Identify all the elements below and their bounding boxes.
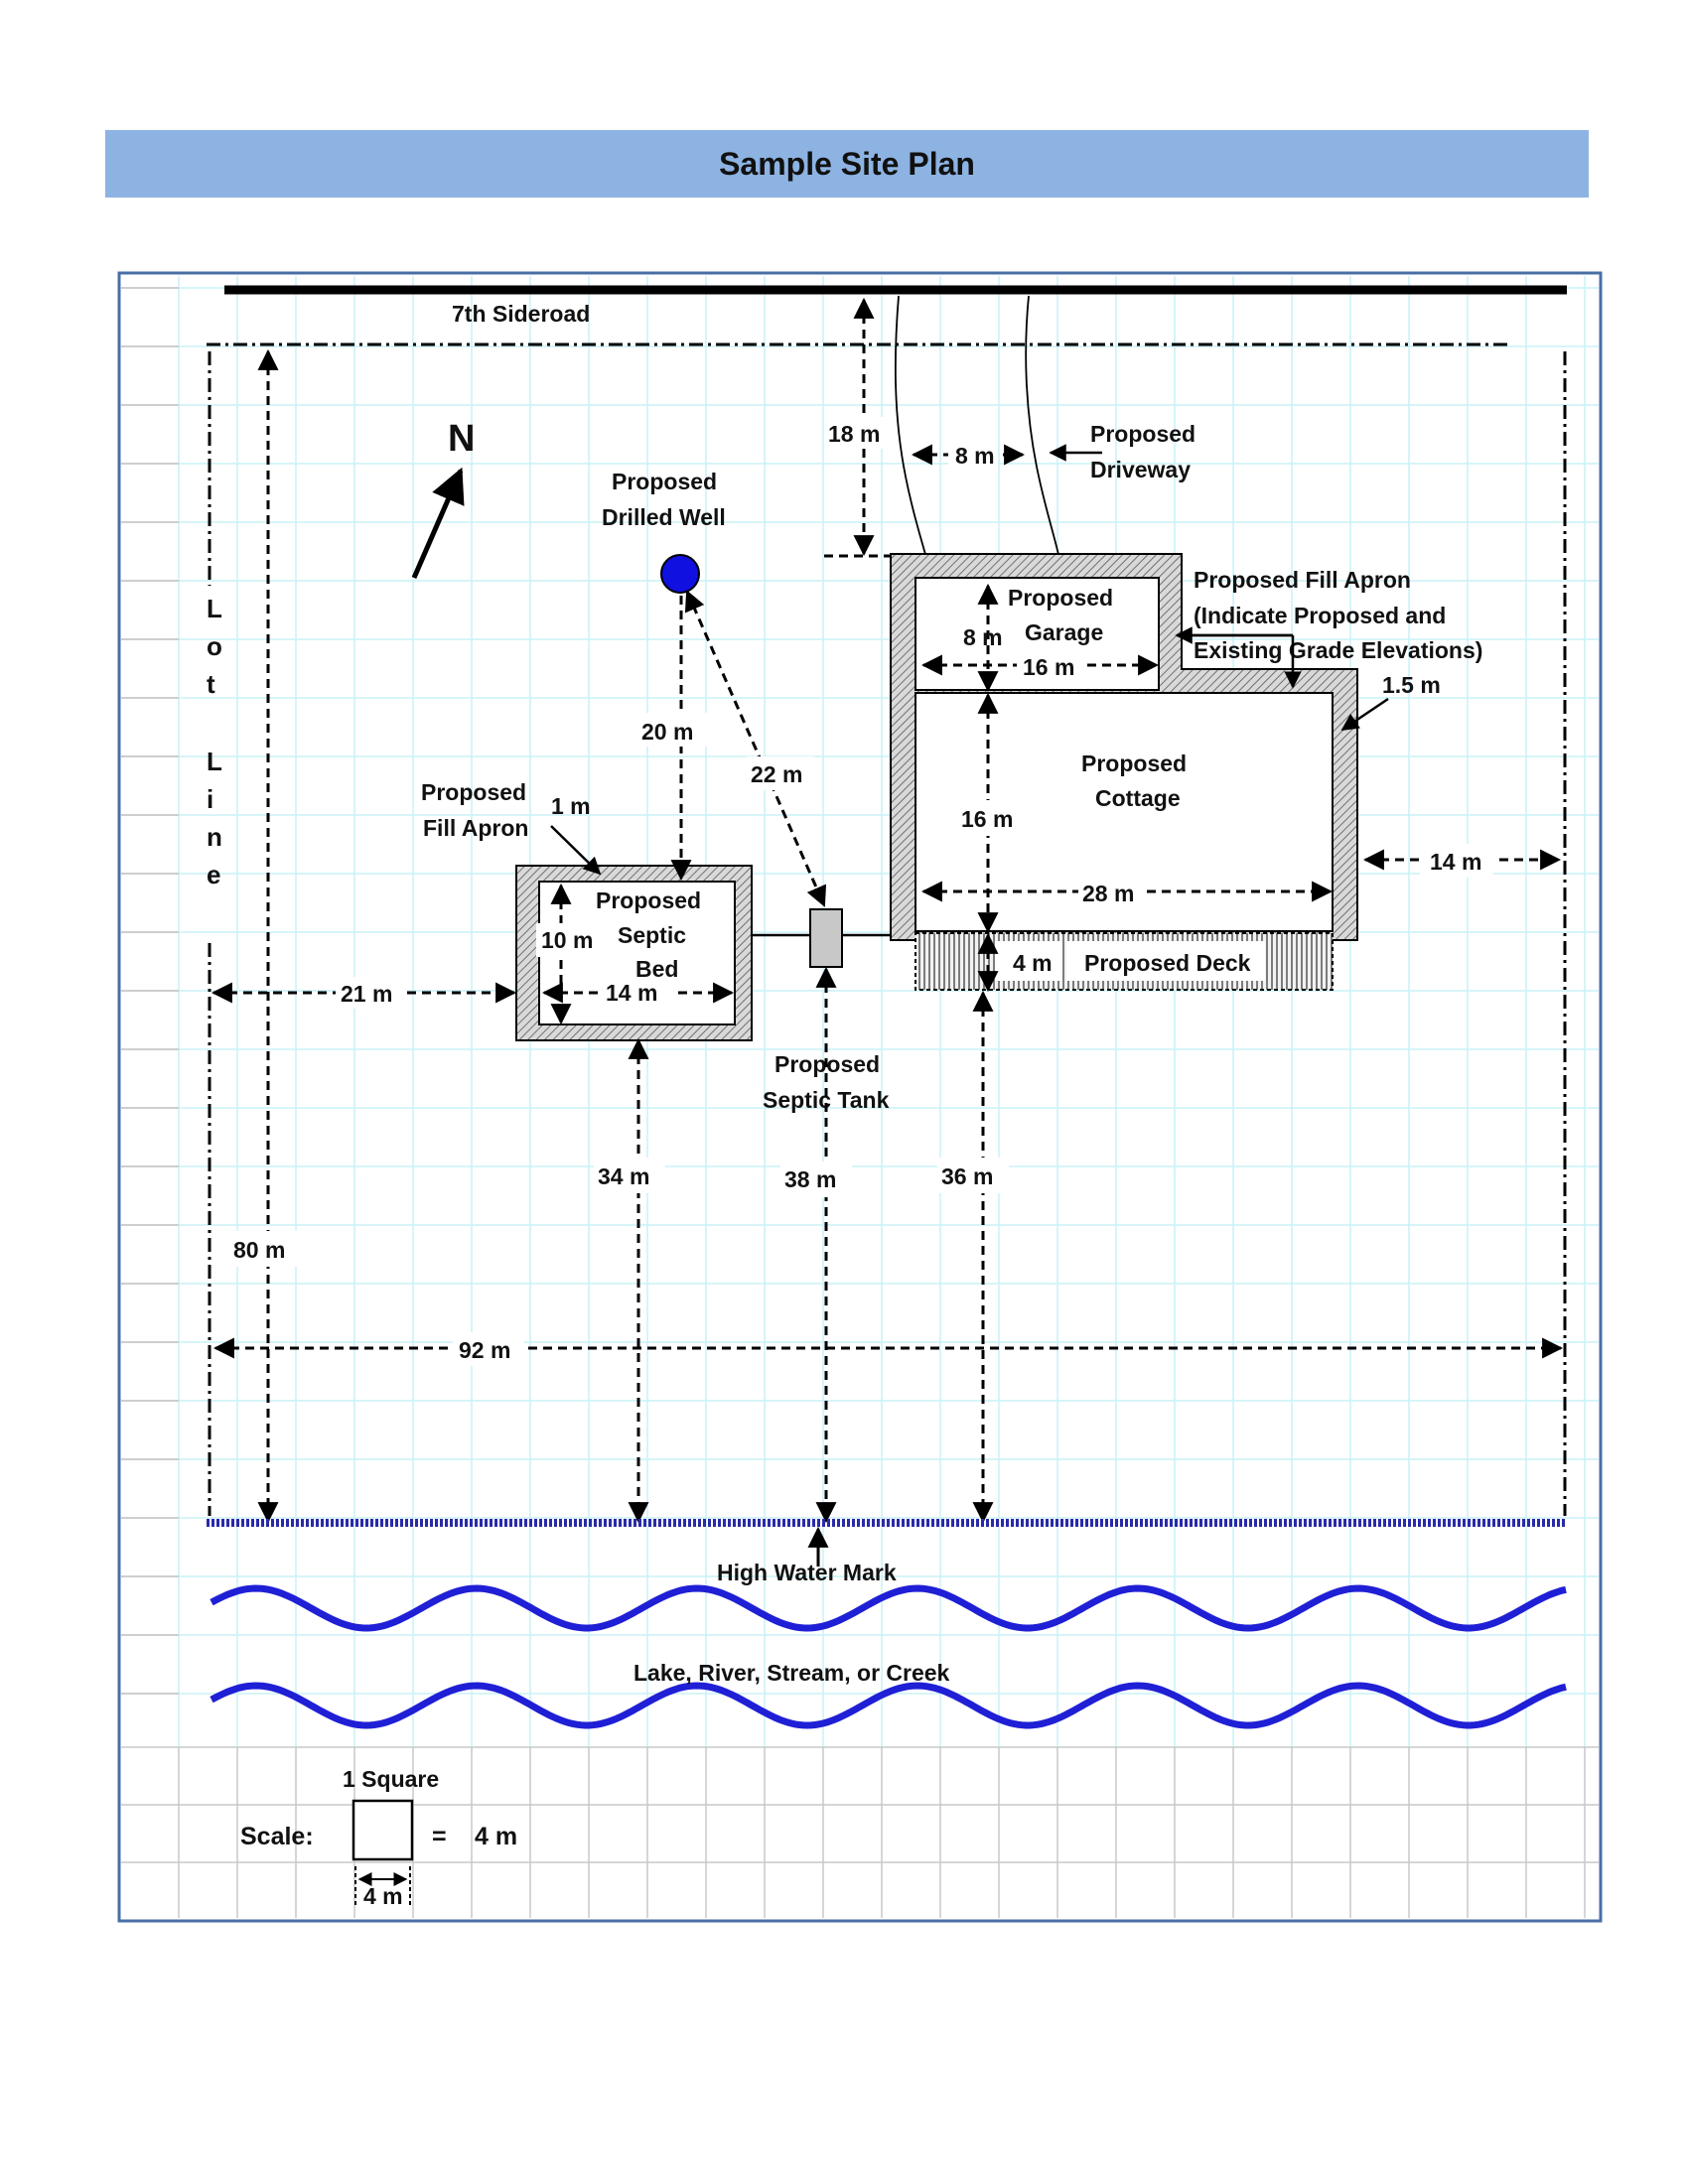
dim-well-to-bed: 20 m: [641, 719, 693, 745]
garage-label-line-2: Garage: [1025, 619, 1103, 645]
septic-bed-label-line-1: Proposed: [596, 887, 701, 913]
lot-line-letter: n: [207, 822, 222, 852]
water-wave-bottom: [210, 1682, 1567, 1729]
fill-apron-cottage-line-2: (Indicate Proposed and: [1194, 603, 1446, 628]
dim-cottage-to-lot: 14 m: [1430, 849, 1481, 875]
lot-line-letter: L: [207, 747, 222, 776]
driveway-label-line-2: Driveway: [1090, 457, 1191, 482]
scale-label: Scale:: [240, 1823, 314, 1850]
high-water-mark-label: High Water Mark: [717, 1560, 897, 1585]
scale-square-label: 1 Square: [343, 1766, 439, 1792]
scale-value: 4 m: [475, 1823, 517, 1850]
deck-label: Proposed Deck: [1084, 950, 1251, 976]
dim-lot-width: 92 m: [459, 1337, 510, 1363]
fill-apron-cottage-line-1: Proposed Fill Apron: [1194, 567, 1411, 593]
dim-well-to-tank: 22 m: [751, 761, 802, 787]
lot-lines: [207, 342, 1567, 1516]
garage-label-line-1: Proposed: [1008, 585, 1113, 611]
septic-tank: [809, 908, 843, 968]
scale-grid: [121, 1746, 1599, 1918]
scale-square: [352, 1799, 414, 1861]
north-label: N: [448, 418, 475, 460]
apron-bed-pointer: [550, 825, 602, 876]
lot-line-letter: i: [207, 784, 213, 814]
dim-lot-to-bed: 21 m: [341, 981, 392, 1007]
dim-driveway-width: 8 m: [955, 443, 995, 469]
lot-line-letter: t: [207, 669, 215, 699]
fill-apron-bed-line-1: Proposed: [421, 779, 526, 805]
dim-tank-to-water: 38 m: [784, 1166, 836, 1192]
dimension-labels: 18 m 8 m 8 m 16 m 16 m 28 m 14 m 4 m 20 …: [228, 417, 1493, 1366]
dim-deck-to-water: 36 m: [941, 1163, 993, 1189]
dim-garage-depth: 8 m: [963, 624, 1003, 650]
apron-width-pointer: [1340, 697, 1389, 732]
dim-bed-depth: 10 m: [541, 927, 593, 953]
dim-road-to-garage: 18 m: [828, 421, 880, 447]
dim-cottage-depth: 16 m: [961, 806, 1013, 832]
driveway: [894, 295, 1063, 577]
fill-apron-bed-line-2: Fill Apron: [423, 815, 528, 841]
lot-line-letter: L: [207, 594, 222, 623]
scale-square-dim: 4 m: [363, 1883, 403, 1909]
title-bar: Sample Site Plan: [105, 130, 1589, 198]
drilled-well-label-line-2: Drilled Well: [602, 504, 726, 530]
scale-equals: =: [432, 1823, 447, 1850]
water-wave-top: [210, 1584, 1567, 1632]
waterbody-label: Lake, River, Stream, or Creek: [633, 1660, 950, 1686]
lot-line-letter: o: [207, 631, 222, 661]
apron-width-cottage: 1.5 m: [1382, 672, 1441, 698]
deck-dim-bg: [995, 941, 1062, 981]
lot-line-letter: e: [207, 860, 220, 889]
drawing-frame: [117, 271, 1603, 1923]
dim-garage-width: 16 m: [1023, 654, 1074, 680]
page-title: Sample Site Plan: [719, 145, 975, 182]
deck-label-bg: [1066, 941, 1265, 981]
dim-cottage-width: 28 m: [1082, 881, 1134, 906]
dim-deck-depth: 4 m: [1013, 950, 1053, 976]
dim-bed-to-water: 34 m: [598, 1163, 649, 1189]
driveway-label-line-1: Proposed: [1090, 421, 1196, 447]
dimension-lines: [211, 297, 1564, 1524]
drilled-well-label-line-1: Proposed: [612, 469, 717, 494]
drilled-well-icon: [660, 554, 700, 594]
apron-width-bed: 1 m: [551, 793, 591, 819]
septic-bed-label-line-2: Septic: [618, 922, 686, 948]
dim-bed-width: 14 m: [606, 980, 657, 1006]
road-label: 7th Sideroad: [452, 301, 590, 327]
cottage-label-line-1: Proposed: [1081, 751, 1187, 776]
cottage-label-line-2: Cottage: [1095, 785, 1181, 811]
north-arrow-icon: [411, 467, 465, 579]
fill-apron-cottage-line-3: Existing Grade Elevations): [1194, 637, 1482, 663]
dim-lot-depth: 80 m: [233, 1237, 285, 1263]
